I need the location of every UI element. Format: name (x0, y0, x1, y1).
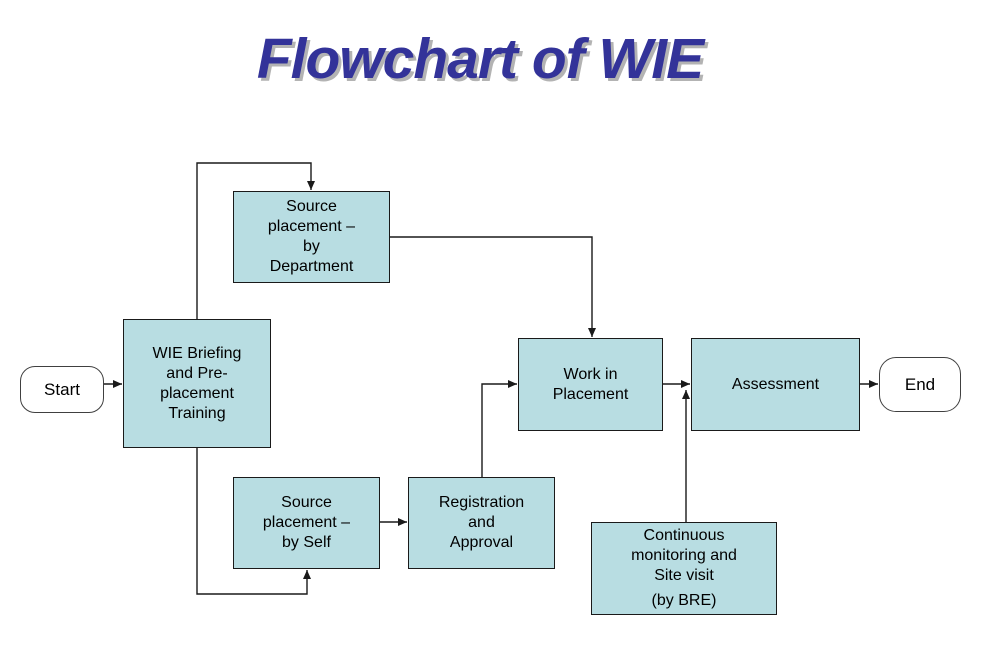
node-registration-approval: Registration and Approval (408, 477, 555, 569)
node-source-placement-department-label: Source placement – by Department (267, 198, 356, 275)
node-work-in-placement: Work in Placement (518, 338, 663, 431)
node-start: Start (20, 366, 104, 413)
node-end: End (879, 357, 961, 412)
node-assessment: Assessment (691, 338, 860, 431)
node-source-placement-self: Source placement – by Self (233, 477, 380, 569)
node-continuous-monitoring-sublabel: (by BRE) (651, 592, 717, 609)
page-title: Flowchart of WIE (256, 27, 704, 91)
node-continuous-monitoring: Continuous monitoring and Site visit (by… (591, 522, 777, 615)
node-source-placement-department: Source placement – by Department (233, 191, 390, 283)
connector-registration-to-work (481, 380, 517, 477)
connector-source-dept-to-work (390, 236, 596, 337)
node-registration-approval-label: Registration and Approval (438, 494, 525, 551)
node-wie-briefing: WIE Briefing and Pre- placement Training (123, 319, 271, 448)
node-work-in-placement-label: Work in Placement (552, 365, 629, 403)
node-continuous-monitoring-label: Continuous monitoring and Site visit (631, 527, 737, 584)
node-start-label: Start (44, 379, 80, 399)
node-wie-briefing-label: WIE Briefing and Pre- placement Training (152, 344, 242, 422)
node-source-placement-self-label: Source placement – by Self (262, 494, 351, 551)
node-assessment-label: Assessment (731, 375, 820, 393)
node-end-label: End (904, 374, 936, 394)
